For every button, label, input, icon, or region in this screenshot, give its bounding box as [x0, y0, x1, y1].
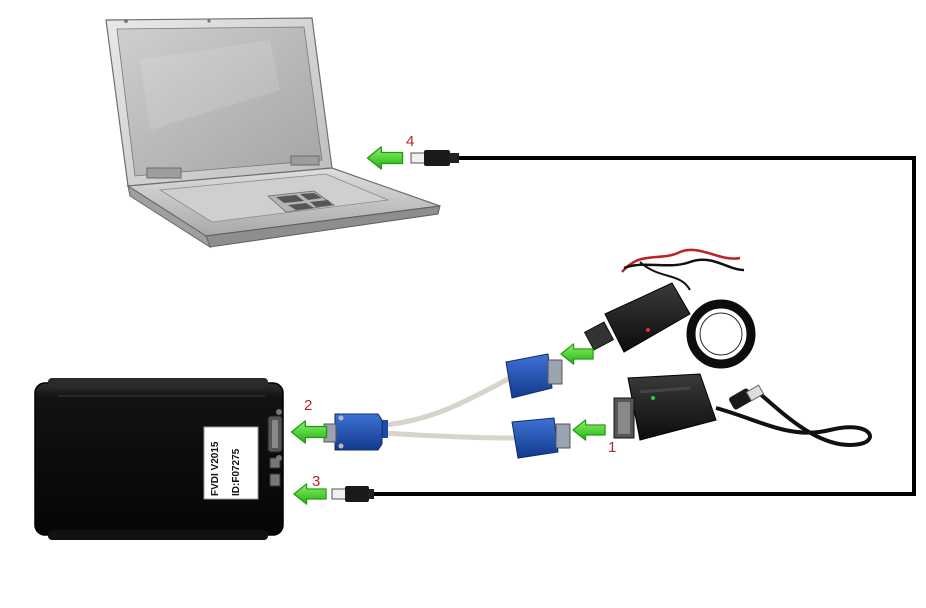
vga-y-cable-icon: [323, 353, 571, 459]
step-number-1: 1: [608, 439, 617, 456]
green-arrow-icon: [290, 420, 328, 444]
device-model-label: FVDI V2015: [210, 441, 221, 496]
usb-plug-laptop: [410, 150, 459, 166]
laptop-icon: [105, 17, 441, 249]
usb-plug-device: [331, 486, 374, 502]
green-arrow-icon: [366, 146, 404, 170]
step-number-2: 2: [304, 397, 313, 414]
key-programmer-coil-icon: [583, 248, 756, 369]
obd-adapter-icon: [613, 373, 872, 447]
step-number-4: 4: [406, 133, 415, 150]
green-arrow-icon: [560, 343, 594, 365]
fvdi-device-icon: [34, 378, 284, 540]
green-arrow-icon: [572, 419, 606, 441]
usb-cable-line: [372, 156, 916, 496]
device-id-label: ID:F07275: [231, 448, 242, 496]
step-number-3: 3: [312, 473, 321, 490]
green-arrow-icon: [293, 483, 327, 505]
